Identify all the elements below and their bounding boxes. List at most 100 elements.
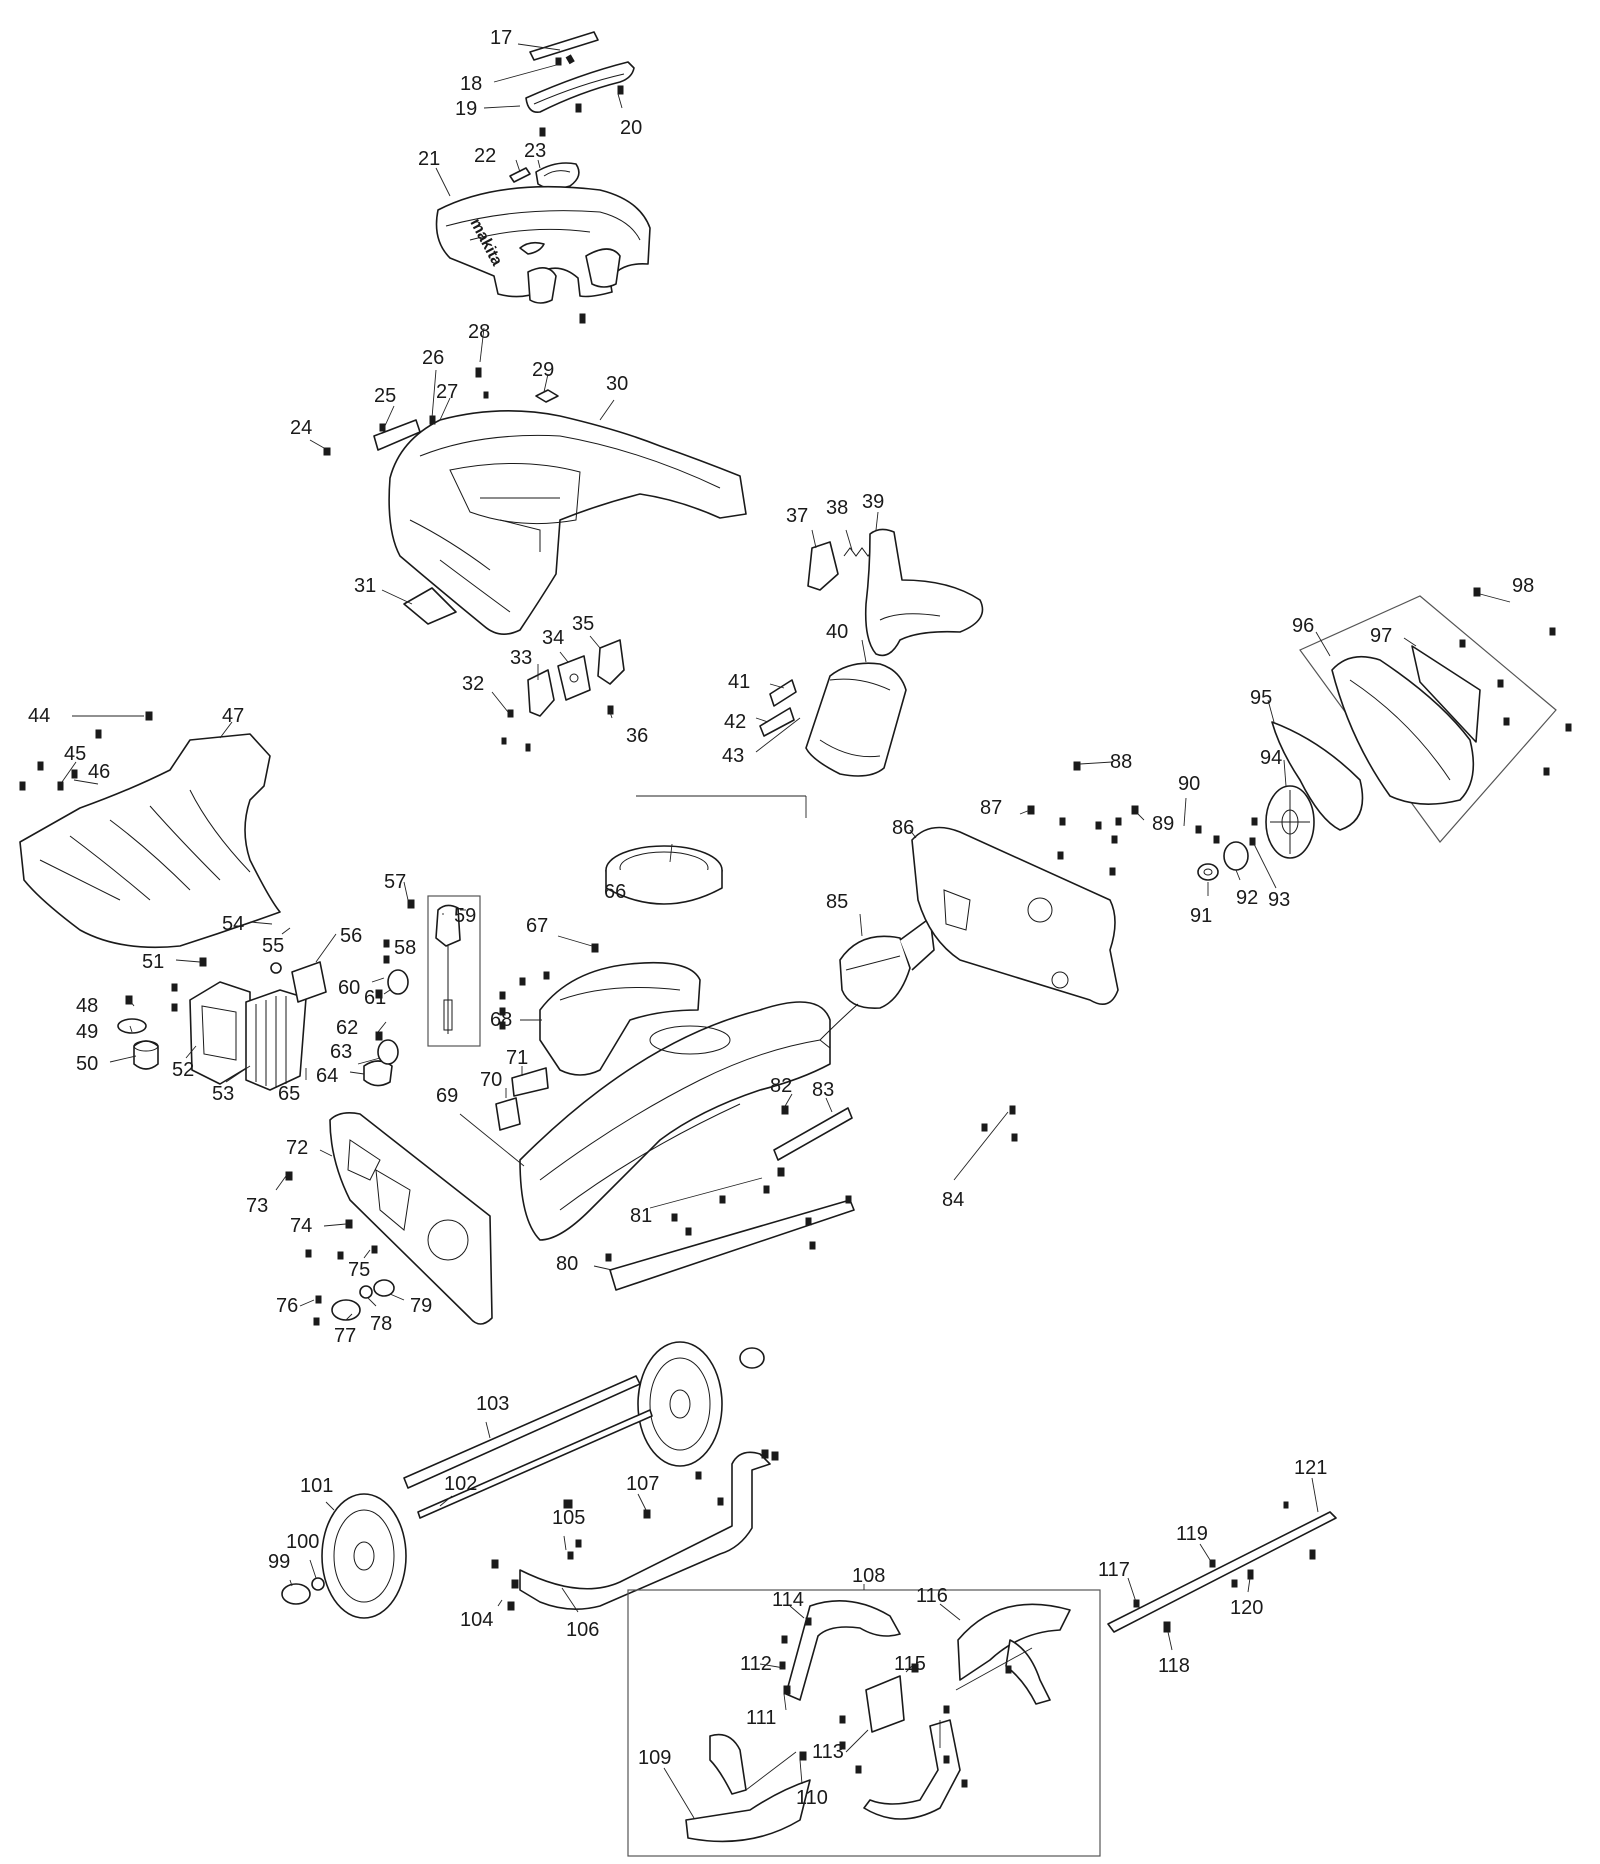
part-72-side-plate xyxy=(329,1112,493,1325)
part-47-front-shield xyxy=(19,733,281,949)
part-41-sticker xyxy=(769,679,797,707)
part-23-seal-frame xyxy=(535,162,580,190)
part-33-switch-bracket xyxy=(527,669,555,717)
part-17-label-plate xyxy=(529,31,599,61)
label-118: 118 xyxy=(1158,1655,1190,1677)
part-61-strap xyxy=(387,969,409,995)
part-68-motor-mount xyxy=(539,961,701,1076)
label-29: 29 xyxy=(532,359,554,381)
label-75: 75 xyxy=(348,1259,370,1281)
label-99: 99 xyxy=(268,1551,290,1573)
part-30-main-housing xyxy=(388,410,747,635)
label-119: 119 xyxy=(1176,1523,1208,1545)
part-103-axle xyxy=(403,1375,641,1489)
part-106-handle-frame xyxy=(519,1451,771,1610)
label-77: 77 xyxy=(334,1325,356,1347)
label-48: 48 xyxy=(76,995,98,1017)
label-55: 55 xyxy=(262,935,284,957)
label-26: 26 xyxy=(422,347,444,369)
part-50-cap xyxy=(133,1040,159,1070)
label-27: 27 xyxy=(436,381,458,403)
label-19: 19 xyxy=(455,98,477,120)
part-95-belt xyxy=(1271,721,1364,831)
label-101: 101 xyxy=(300,1475,333,1497)
label-97: 97 xyxy=(1370,625,1392,647)
label-104: 104 xyxy=(460,1609,493,1631)
part-69-auger-housing xyxy=(519,1001,831,1241)
label-63: 63 xyxy=(330,1041,352,1063)
label-67: 67 xyxy=(526,915,548,937)
label-23: 23 xyxy=(524,140,546,162)
leader-lines xyxy=(61,43,1511,1819)
part-113-hinge-plate xyxy=(865,1675,905,1733)
label-84: 84 xyxy=(942,1189,964,1211)
part-53-battery xyxy=(245,989,307,1091)
part-102-axle xyxy=(417,1409,653,1519)
label-30: 30 xyxy=(606,373,628,395)
part-91-bearing xyxy=(1197,863,1219,881)
label-49: 49 xyxy=(76,1021,98,1043)
label-98: 98 xyxy=(1512,575,1534,597)
label-85: 85 xyxy=(826,891,848,913)
part-49-clamp xyxy=(117,1018,147,1034)
part-37-chute-lever xyxy=(807,541,839,591)
label-79: 79 xyxy=(410,1295,432,1317)
part-22-clip xyxy=(509,167,531,183)
part-97-seal-strip xyxy=(1411,645,1481,743)
part-79-bearing xyxy=(373,1279,395,1297)
part-85-motor xyxy=(819,917,935,1049)
label-76: 76 xyxy=(276,1295,298,1317)
part-31-deflector xyxy=(403,587,457,625)
label-88: 88 xyxy=(1110,751,1132,773)
label-50: 50 xyxy=(76,1053,98,1075)
label-109: 109 xyxy=(638,1747,671,1769)
part-112-bracket xyxy=(785,1600,901,1701)
part-66-bearing-ring xyxy=(605,845,723,905)
part-70-plate xyxy=(495,1097,521,1131)
label-22: 22 xyxy=(474,145,496,167)
callout-labels: 17 18 19 20 21 22 23 24 25 26 27 28 29 3… xyxy=(28,27,1534,1809)
label-71: 71 xyxy=(506,1047,528,1069)
part-92-flange xyxy=(1223,841,1249,871)
part-78-washer xyxy=(359,1285,373,1299)
label-69: 69 xyxy=(436,1085,458,1107)
label-18: 18 xyxy=(460,73,482,95)
label-17: 17 xyxy=(490,27,512,49)
label-34: 34 xyxy=(542,627,564,649)
part-99-wheel-cap xyxy=(281,1583,311,1605)
label-106: 106 xyxy=(566,1619,599,1641)
label-90: 90 xyxy=(1178,773,1200,795)
label-52: 52 xyxy=(172,1059,194,1081)
label-100: 100 xyxy=(286,1531,319,1553)
label-68: 68 xyxy=(490,1009,512,1031)
label-115: 115 xyxy=(894,1653,926,1675)
label-89: 89 xyxy=(1152,813,1174,835)
label-105: 105 xyxy=(552,1507,585,1529)
label-39: 39 xyxy=(862,491,884,513)
part-109-shield-left xyxy=(685,1733,811,1843)
label-86: 86 xyxy=(892,817,914,839)
label-111: 111 xyxy=(746,1707,776,1729)
label-25: 25 xyxy=(374,385,396,407)
label-47: 47 xyxy=(222,705,244,727)
part-121-shaft xyxy=(1107,1511,1337,1633)
label-45: 45 xyxy=(64,743,86,765)
label-78: 78 xyxy=(370,1313,392,1335)
part-59-group-box xyxy=(427,895,481,1047)
label-35: 35 xyxy=(572,613,594,635)
label-66: 66 xyxy=(604,881,626,903)
label-28: 28 xyxy=(468,321,490,343)
part-base-plate xyxy=(863,1719,961,1820)
part-80-scraper-bar xyxy=(609,1199,855,1291)
label-81: 81 xyxy=(630,1205,652,1227)
label-32: 32 xyxy=(462,673,484,695)
label-41: 41 xyxy=(728,671,750,693)
part-83-rail xyxy=(773,1107,853,1161)
label-51: 51 xyxy=(142,951,164,973)
label-70: 70 xyxy=(480,1069,502,1091)
label-113: 113 xyxy=(812,1741,844,1763)
label-93: 93 xyxy=(1268,889,1290,911)
label-107: 107 xyxy=(626,1473,659,1495)
label-120: 120 xyxy=(1230,1597,1263,1619)
